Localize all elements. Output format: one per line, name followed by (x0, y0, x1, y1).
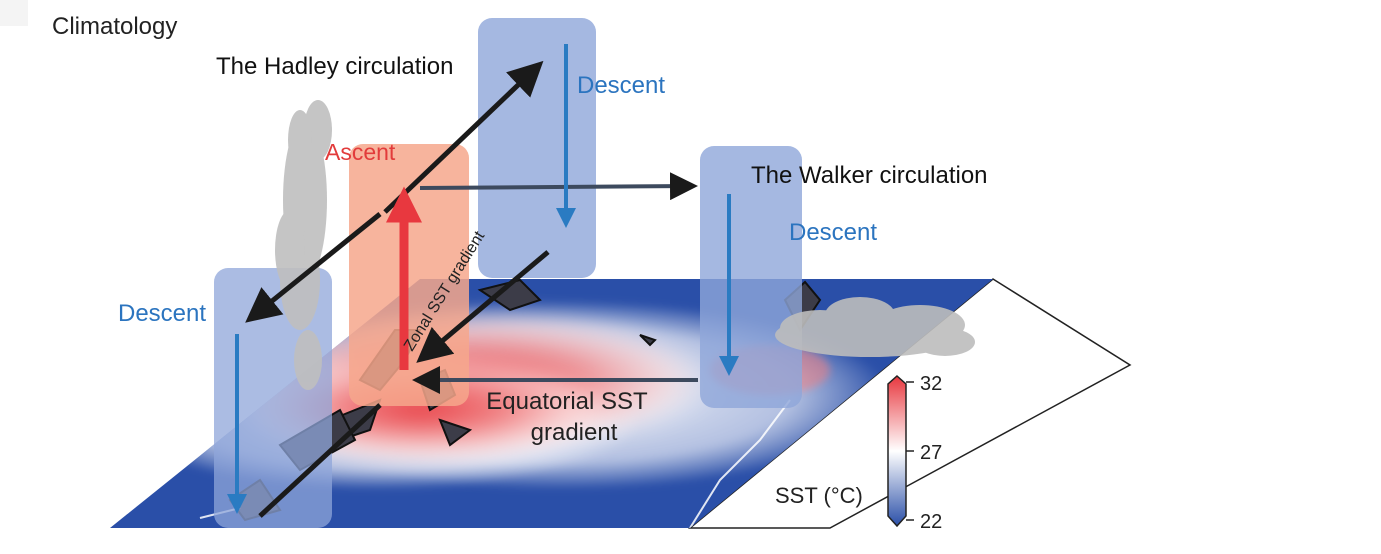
cloud-wide (775, 297, 975, 357)
figure-title: Climatology (52, 13, 177, 40)
colorbar-scale (887, 374, 907, 528)
ascent-label: Ascent (325, 139, 396, 165)
walker-arrow-top (419, 172, 698, 201)
colorbar-tick-32: 32 (920, 373, 942, 395)
equatorial-label-line2: gradient (531, 419, 618, 446)
hadley-arrow-down-left (245, 212, 382, 323)
sst-colorbar: 32 27 22 SST (°C) (775, 373, 942, 533)
equatorial-label-line1: Equatorial SST (486, 388, 648, 415)
descent-box-right (700, 146, 802, 408)
colorbar-tick-22: 22 (920, 511, 942, 533)
descent-label-right: Descent (789, 219, 877, 246)
descent-label-top: Descent (577, 72, 665, 99)
hadley-label: The Hadley circulation (216, 53, 453, 80)
hadley-surface-arrow (258, 403, 382, 518)
colorbar-tick-27: 27 (920, 442, 942, 464)
corner-tab (0, 0, 28, 26)
walker-label: The Walker circulation (751, 162, 988, 189)
descent-label-left: Descent (118, 300, 206, 327)
descent-box-top (478, 18, 596, 278)
zonal-surface-arrow (416, 250, 550, 363)
colorbar-title: SST (°C) (775, 483, 863, 508)
